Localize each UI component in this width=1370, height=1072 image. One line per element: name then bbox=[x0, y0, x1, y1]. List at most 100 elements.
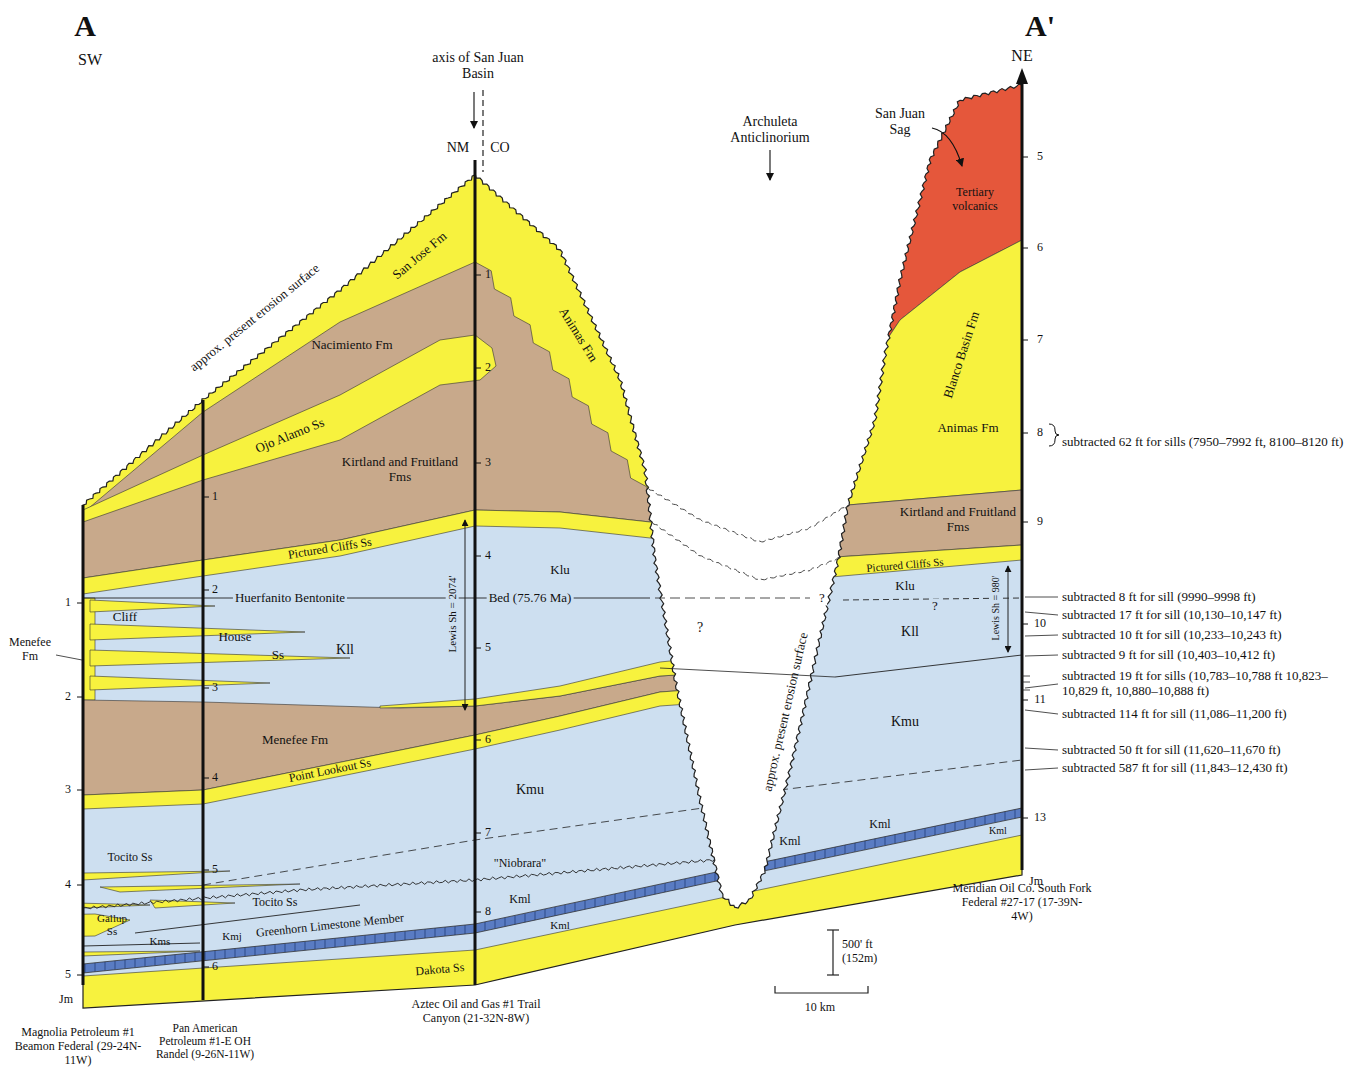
section-letter: A bbox=[74, 9, 96, 44]
blanco-animas-unit bbox=[820, 235, 1060, 512]
formation-label: Kml bbox=[779, 835, 800, 849]
formation-label: Nacimiento Fm bbox=[311, 338, 392, 353]
leader-line bbox=[1025, 612, 1058, 615]
depth-tick bbox=[475, 648, 481, 649]
scale-bar bbox=[827, 974, 839, 975]
depth-number: 1 bbox=[485, 268, 491, 282]
depth-tick bbox=[203, 590, 209, 591]
formation-label: Animas Fm bbox=[937, 421, 998, 436]
formation-label: Tocito Ss bbox=[108, 851, 153, 865]
query-mark: ? bbox=[817, 591, 827, 606]
depth-tick bbox=[1022, 340, 1028, 341]
cliff-house-tongue bbox=[90, 600, 215, 612]
well-line bbox=[82, 505, 85, 985]
leader-line bbox=[1025, 635, 1058, 636]
depth-number: 9 bbox=[1037, 515, 1043, 529]
formation-label: Cliff bbox=[113, 610, 137, 625]
dakota-unit bbox=[40, 828, 1060, 1015]
cliff-house-tongue bbox=[90, 650, 350, 666]
depth-number: 6 bbox=[485, 733, 491, 747]
thickness-label: Lewis Sh = 980' bbox=[990, 574, 1002, 643]
formation-label: Bed (75.76 Ma) bbox=[487, 591, 574, 606]
projected-contact bbox=[660, 668, 835, 677]
north-arrow bbox=[1016, 68, 1028, 84]
formation-label: Kmj bbox=[222, 930, 242, 943]
point-lookout-unit bbox=[40, 685, 760, 810]
formation-label: "Niobrara" bbox=[494, 857, 546, 871]
formation-label: Kll bbox=[901, 624, 919, 640]
menefee-unit bbox=[40, 670, 760, 796]
well-line bbox=[1021, 78, 1024, 870]
annotation-label: NM bbox=[447, 140, 470, 156]
sill-note: subtracted 10 ft for sill (10,233–10,243… bbox=[1062, 628, 1362, 643]
leader-line bbox=[1025, 655, 1058, 656]
formation-contact bbox=[835, 655, 1022, 677]
depth-tick bbox=[475, 740, 481, 741]
formation-label: Kml bbox=[869, 818, 890, 832]
well-name: Aztec Oil and Gas #1 Trail Canyon (21-32… bbox=[411, 998, 541, 1026]
depth-tick bbox=[475, 912, 481, 913]
datum-line bbox=[203, 800, 760, 885]
depth-number: 4 bbox=[485, 549, 491, 563]
well-name: Magnolia Petroleum #1 Beamon Federal (29… bbox=[13, 1026, 143, 1067]
depth-tick bbox=[203, 967, 209, 968]
cliff-house-tongue bbox=[90, 624, 305, 640]
query-mark: ? bbox=[697, 620, 703, 636]
well-name: Meridian Oil Co. South Fork Federal #27-… bbox=[952, 882, 1092, 923]
depth-tick bbox=[77, 603, 83, 604]
depth-tick bbox=[1022, 433, 1028, 434]
formation-label: Klu bbox=[550, 563, 570, 578]
erosion-outline bbox=[83, 84, 1022, 1008]
annotation-label: Archuleta Anticlinorium bbox=[710, 114, 830, 146]
depth-tick bbox=[1022, 624, 1028, 625]
formation-label: Kml bbox=[550, 919, 570, 932]
state-line bbox=[482, 90, 483, 172]
scale-label: 500' ft (152m) bbox=[842, 938, 902, 966]
leader-line bbox=[1025, 597, 1058, 598]
depth-number: 13 bbox=[1034, 811, 1046, 825]
depth-tick bbox=[203, 778, 209, 779]
depth-number: 8 bbox=[485, 905, 491, 919]
leader-line bbox=[1025, 684, 1058, 688]
projected-surface bbox=[648, 488, 848, 542]
sill-tick bbox=[1022, 690, 1030, 691]
pictured-cliffs-unit bbox=[820, 544, 1060, 578]
sill-note: subtracted 587 ft for sill (11,843–12,43… bbox=[1062, 761, 1362, 776]
depth-tick bbox=[475, 368, 481, 369]
ojo-alamo-unit bbox=[40, 335, 496, 524]
formation-label: Gallup Ss bbox=[92, 912, 132, 937]
scale-bar bbox=[827, 929, 839, 930]
continental-unit bbox=[40, 0, 760, 581]
projected-surface bbox=[652, 522, 842, 580]
kirtland-unit bbox=[820, 488, 1060, 558]
formation-label: House bbox=[218, 630, 251, 645]
depth-number: 5 bbox=[485, 641, 491, 655]
depth-tick bbox=[475, 833, 481, 834]
depth-number: 2 bbox=[485, 361, 491, 375]
depth-tick bbox=[475, 556, 481, 557]
sill-note: subtracted 9 ft for sill (10,403–10,412 … bbox=[1062, 648, 1362, 663]
depth-number: 5 bbox=[212, 863, 218, 877]
depth-number: 1 bbox=[65, 596, 71, 610]
formation-label: Kml bbox=[509, 893, 530, 907]
tocito-lens bbox=[150, 900, 235, 908]
formation-label: Kml bbox=[989, 825, 1007, 837]
depth-tick bbox=[1022, 818, 1028, 819]
formation-label: Kll bbox=[336, 642, 354, 658]
depth-number: 8 bbox=[1037, 426, 1043, 440]
depth-tick bbox=[1022, 700, 1028, 701]
depth-tick bbox=[77, 697, 83, 698]
depth-tick bbox=[77, 885, 83, 886]
sill-note: subtracted 17 ft for sill (10,130–10,147… bbox=[1062, 608, 1362, 623]
formation-label: Menefee Fm bbox=[5, 636, 55, 664]
formation-label: Menefee Fm bbox=[262, 733, 328, 748]
cliff-house-tongue bbox=[380, 652, 760, 708]
thickness-arrow bbox=[465, 520, 466, 710]
leader-line bbox=[1025, 748, 1058, 750]
formation-label: Kmu bbox=[516, 782, 544, 798]
scale-bar bbox=[775, 986, 868, 993]
formation-label: Huerfanito Bentonite bbox=[233, 591, 347, 606]
depth-tick bbox=[1022, 248, 1028, 249]
depth-number: 2 bbox=[65, 690, 71, 704]
